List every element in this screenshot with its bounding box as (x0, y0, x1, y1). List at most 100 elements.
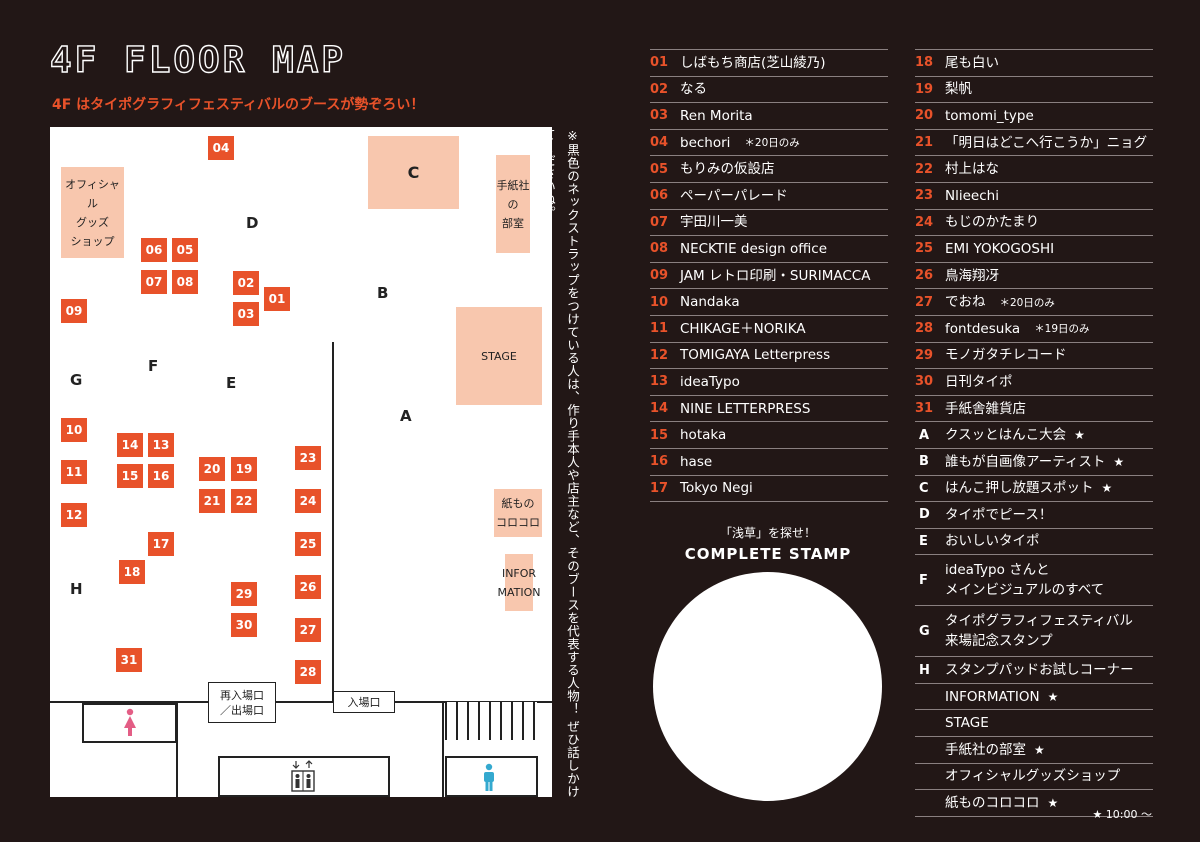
booth-08[interactable]: 08 (172, 270, 198, 294)
booth-03[interactable]: 03 (233, 302, 259, 326)
legend-number: 29 (915, 347, 934, 363)
booth-17[interactable]: 17 (148, 532, 174, 556)
booth-21[interactable]: 21 (199, 489, 225, 513)
legend-number: 23 (915, 188, 934, 204)
tegamisha-club-room-zone[interactable]: 手紙社の 部室 (496, 155, 530, 253)
booth-25[interactable]: 25 (295, 532, 321, 556)
legend-number: 16 (650, 454, 669, 470)
booth-22[interactable]: 22 (231, 489, 257, 513)
booth-23[interactable]: 23 (295, 446, 321, 470)
floor-map: オフィシャル グッズ ショップ C 手紙社の 部室 STAGE 紙もの コロコロ… (50, 127, 552, 797)
booth-27[interactable]: 27 (295, 618, 321, 642)
booth-11[interactable]: 11 (61, 460, 87, 484)
legend-row[interactable]: 29 モノガタチレコード (915, 343, 1153, 370)
legend-number: 10 (650, 294, 669, 310)
stairs (445, 702, 537, 740)
legend-row[interactable]: 21「明日はどこへ行こうか」ニョグ (915, 130, 1153, 157)
booth-10[interactable]: 10 (61, 418, 87, 442)
legend-name: モノガタチレコード (945, 347, 1067, 364)
information-zone[interactable]: INFOR MATION (498, 554, 541, 611)
booth-14[interactable]: 14 (117, 433, 143, 457)
booth-15[interactable]: 15 (117, 464, 143, 488)
booth-19[interactable]: 19 (231, 457, 257, 481)
legend-row[interactable]: オフィシャルグッズショップ (915, 764, 1153, 791)
booth-04[interactable]: 04 (208, 136, 234, 160)
booth-16[interactable]: 16 (148, 464, 174, 488)
legend-row[interactable]: STAGE (915, 710, 1153, 738)
booth-28[interactable]: 28 (295, 660, 321, 684)
legend-name: はんこ押し放題スポット (945, 480, 1094, 497)
booth-13[interactable]: 13 (148, 433, 174, 457)
booth-18[interactable]: 18 (119, 560, 145, 584)
booth-09[interactable]: 09 (61, 299, 87, 323)
booth-20[interactable]: 20 (199, 457, 225, 481)
entrance-door[interactable]: 入場口 (333, 691, 395, 713)
booth-29[interactable]: 29 (231, 582, 257, 606)
booth-12[interactable]: 12 (61, 503, 87, 527)
booth-26[interactable]: 26 (295, 575, 321, 599)
booth-05[interactable]: 05 (172, 238, 198, 262)
stage-zone[interactable]: STAGE (456, 307, 542, 405)
area-c-zone[interactable]: C (368, 136, 459, 209)
legend-name: 「明日はどこへ行こうか」ニョグ (945, 134, 1148, 151)
legend-name: Nlieechi (945, 187, 999, 204)
booth-06[interactable]: 06 (141, 238, 167, 262)
legend-number: 15 (650, 427, 669, 443)
legend-row[interactable]: 手紙社の部室★ (915, 737, 1153, 764)
booth-30[interactable]: 30 (231, 613, 257, 637)
legend-row[interactable]: INFORMATION★ (915, 684, 1153, 711)
legend-number: D (919, 507, 930, 523)
legend-name: 手紙舎雑貨店 (945, 400, 1026, 417)
booth-31[interactable]: 31 (116, 648, 142, 672)
official-goods-shop-zone[interactable]: オフィシャル グッズ ショップ (61, 167, 124, 258)
booth-07[interactable]: 07 (141, 270, 167, 294)
legend-number: G (919, 623, 930, 639)
booth-24[interactable]: 24 (295, 489, 321, 513)
booth-02[interactable]: 02 (233, 271, 259, 295)
legend-row[interactable]: 紙ものコロコロ★ (915, 790, 1153, 817)
legend-number: 05 (650, 161, 669, 177)
legend-row[interactable]: 23 Nlieechi (915, 183, 1153, 210)
star-icon: ★ (1047, 689, 1059, 704)
reentry-exit-door[interactable]: 再入場口 ／出場口 (208, 682, 276, 723)
elevator-icon (291, 760, 315, 792)
booth-01[interactable]: 01 (264, 287, 290, 311)
kamimono-korokoro-zone[interactable]: 紙もの コロコロ (494, 489, 542, 537)
